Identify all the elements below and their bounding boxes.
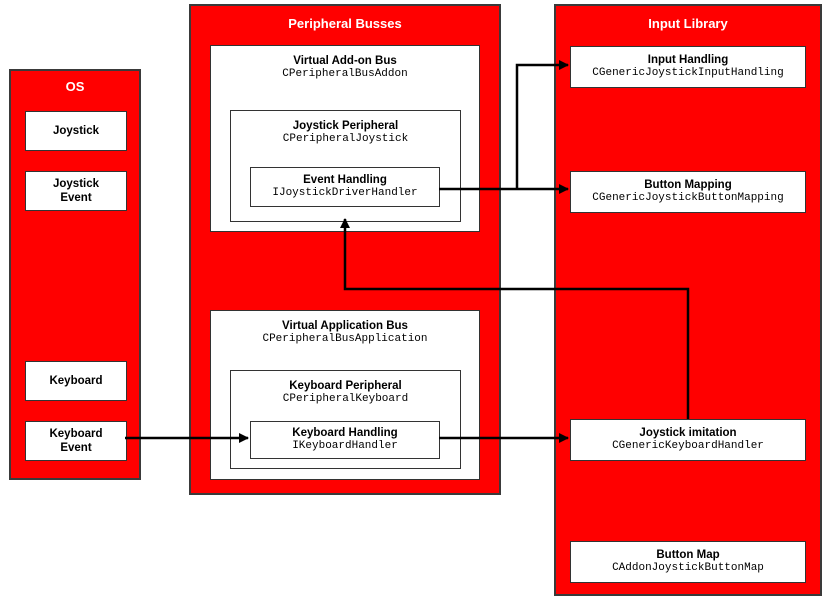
keyboard-peripheral-label: Keyboard Peripheral [289, 380, 402, 392]
os-panel-title: OS [65, 79, 85, 94]
peripheral-busses-title: Peripheral Busses [288, 16, 402, 31]
event-handling-class: IJoystickDriverHandler [272, 187, 418, 199]
os-keyboard: Keyboard [25, 361, 127, 401]
keyboard-peripheral-class: CPeripheralKeyboard [282, 393, 409, 405]
keyboard-handling: Keyboard Handling IKeyboardHandler [250, 421, 440, 459]
keyboard-peripheral: Keyboard Peripheral CPeripheralKeyboard … [230, 370, 461, 469]
os-joystick-event: Joystick Event [25, 171, 127, 211]
virtual-application-bus-class: CPeripheralBusApplication [262, 333, 428, 345]
joystick-imitation-class: CGenericKeyboardHandler [612, 440, 764, 452]
virtual-application-bus: Virtual Application Bus CPeripheralBusAp… [210, 310, 480, 480]
joystick-peripheral-class: CPeripheralJoystick [282, 133, 409, 145]
input-handling-class: CGenericJoystickInputHandling [592, 67, 784, 79]
button-mapping: Button Mapping CGenericJoystickButtonMap… [570, 171, 806, 213]
input-handling: Input Handling CGenericJoystickInputHand… [570, 46, 806, 88]
os-panel: OS Joystick Joystick Event Keyboard Keyb… [9, 69, 141, 480]
button-map-class: CAddonJoystickButtonMap [612, 562, 764, 574]
event-handling-label: Event Handling [303, 174, 387, 186]
peripheral-busses-panel: Peripheral Busses Virtual Add-on Bus CPe… [189, 4, 501, 495]
joystick-peripheral-label: Joystick Peripheral [292, 120, 399, 132]
input-library-title: Input Library [648, 16, 728, 31]
keyboard-handling-label: Keyboard Handling [292, 427, 398, 439]
virtual-addon-bus-label: Virtual Add-on Bus [293, 55, 397, 67]
virtual-application-bus-label: Virtual Application Bus [282, 320, 408, 332]
input-handling-label: Input Handling [647, 54, 729, 66]
os-joystick: Joystick [25, 111, 127, 151]
button-map: Button Map CAddonJoystickButtonMap [570, 541, 806, 583]
button-mapping-class: CGenericJoystickButtonMapping [592, 192, 784, 204]
virtual-addon-bus-class: CPeripheralBusAddon [282, 68, 408, 80]
keyboard-handling-class: IKeyboardHandler [292, 440, 398, 452]
button-mapping-label: Button Mapping [644, 179, 732, 191]
joystick-peripheral: Joystick Peripheral CPeripheralJoystick … [230, 110, 461, 222]
button-map-label: Button Map [656, 549, 720, 561]
event-handling: Event Handling IJoystickDriverHandler [250, 167, 440, 207]
joystick-imitation-label: Joystick imitation [639, 427, 737, 439]
input-library-panel: Input Library Input Handling CGenericJoy… [554, 4, 822, 596]
virtual-addon-bus: Virtual Add-on Bus CPeripheralBusAddon J… [210, 45, 480, 232]
os-keyboard-event: Keyboard Event [25, 421, 127, 461]
joystick-imitation: Joystick imitation CGenericKeyboardHandl… [570, 419, 806, 461]
